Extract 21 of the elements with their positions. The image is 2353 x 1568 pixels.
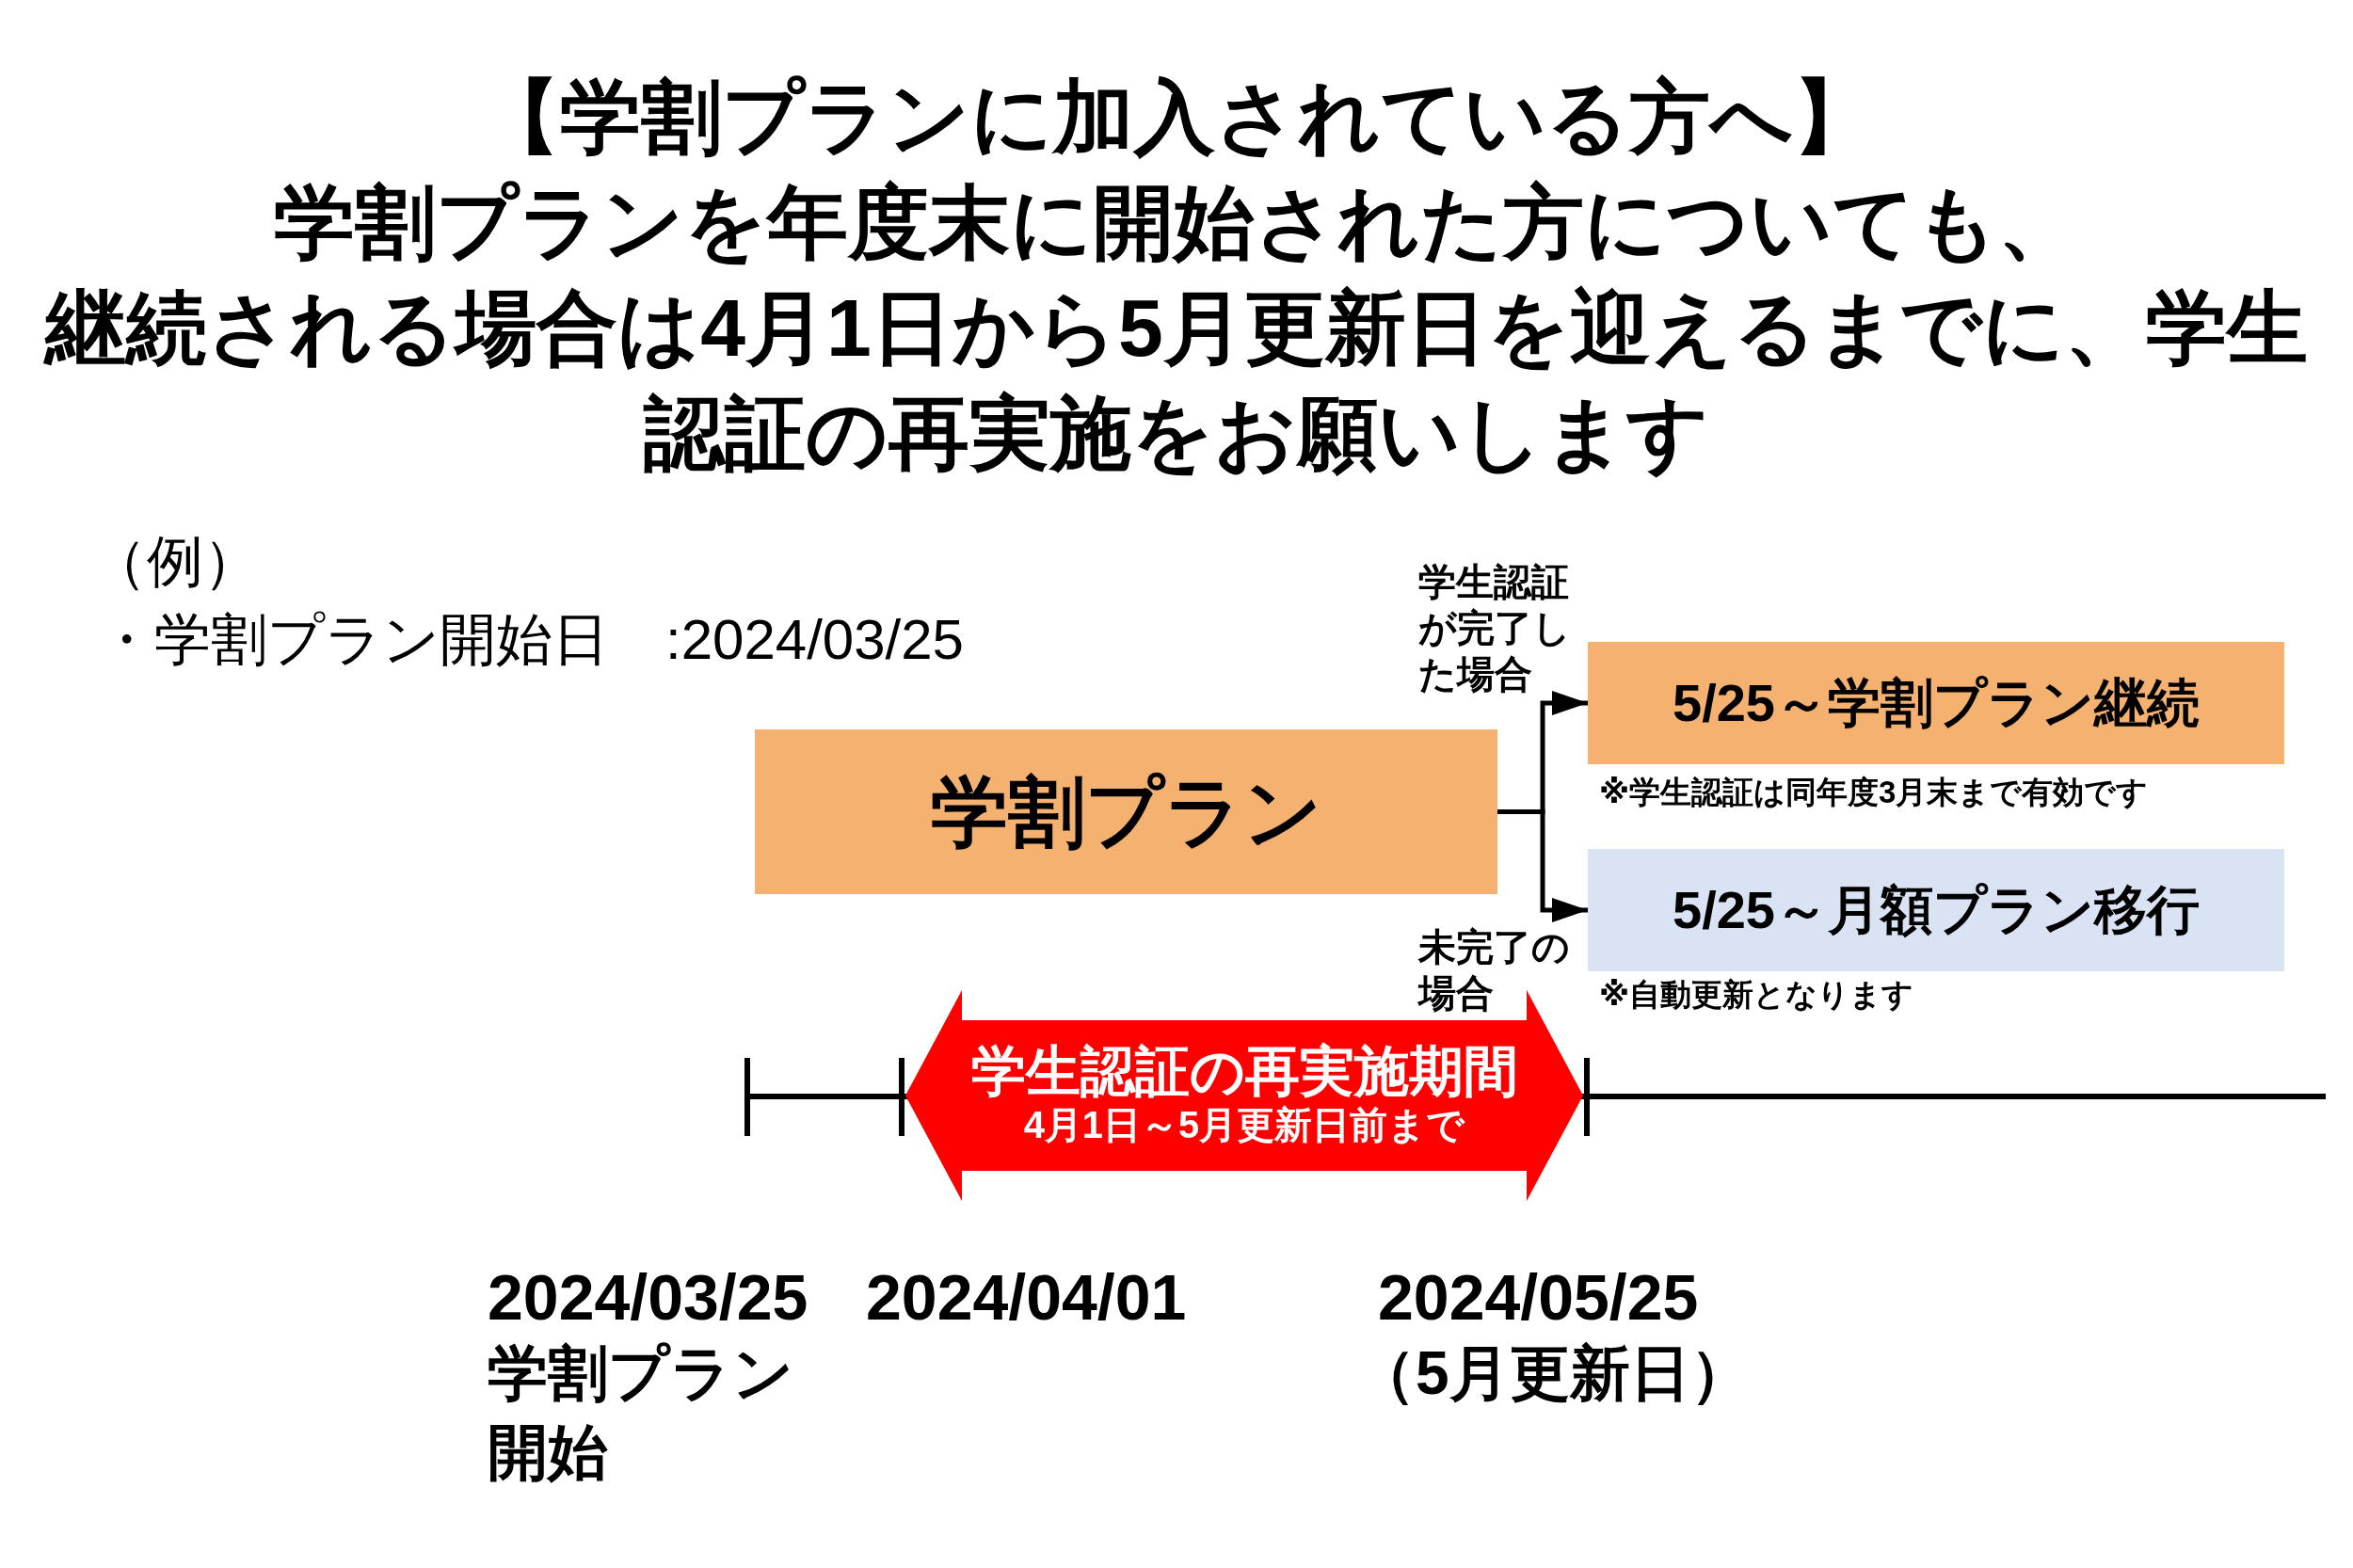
plan-label: 5/25～学割プラン継続 [1673,672,2200,734]
edge-label: 未完了の場合 [1418,925,1571,1016]
arrow [1497,809,1588,922]
notice-text: 学割プランを年度末に開始された方についても、 [274,176,2079,269]
date-label: 2024/03/25 [488,1261,808,1333]
date-note: （5月更新日） [1355,1338,1751,1409]
note-text: ※学生認証は同年度3月末まで有効です [1599,774,2149,811]
plan-box [755,729,1497,894]
notice-text: 継続される場合は4月1日から5月更新日を迎えるまでに、学生認証の再実施をお願いします [42,281,2309,480]
date-note: 学割プラン開始 [488,1338,795,1488]
plan-label: 学割プラン [930,767,1322,856]
edge-label: 学生認証が完了した場合 [1418,560,1572,696]
page-title: 【学割プランに加入されている方へ】 [479,71,1874,164]
example-heading: （例） [90,529,260,595]
plan-label: 5/25～月額プラン移行 [1673,879,2200,941]
period-title: 学生認証の再実施期間 [970,1042,1518,1100]
date-label: 2024/05/25 [1378,1261,1699,1333]
note-text: ※自動更新となります [1599,976,1914,1014]
period-dates: 4月1日～5月更新日前まで [1023,1103,1465,1147]
date-label: 2024/04/01 [866,1261,1187,1333]
example-text: ・学割プラン開始日 :2024/03/25 [98,607,964,673]
